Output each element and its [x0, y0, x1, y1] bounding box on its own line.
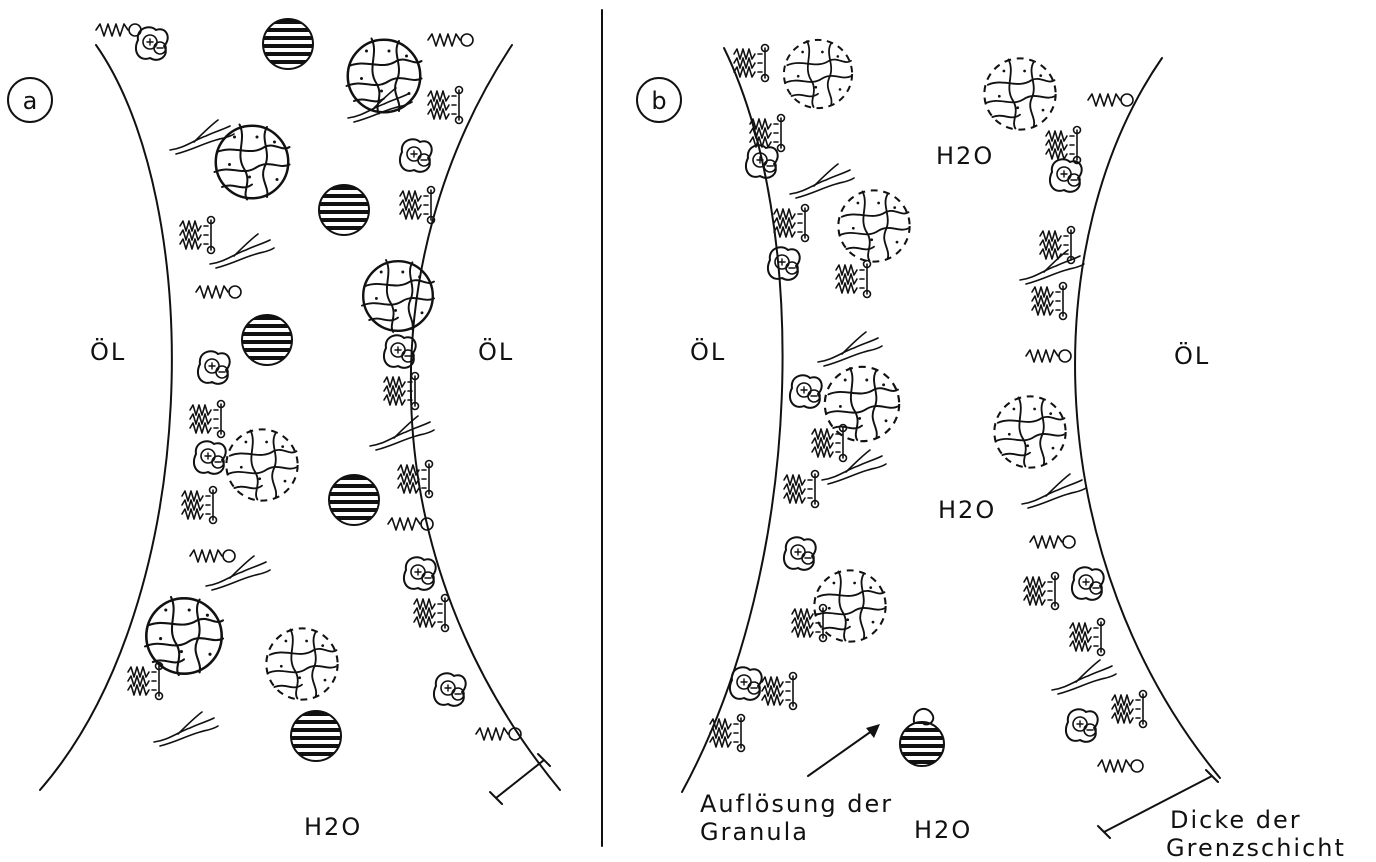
- panel-a-right-interface: [411, 45, 560, 790]
- dissolving-granule: [226, 429, 297, 500]
- fiber-strand: [1020, 250, 1084, 284]
- surfactant-molecule: [196, 286, 241, 298]
- fiber-strand: [370, 416, 434, 450]
- panel-b-water-mid: H2O: [938, 496, 996, 524]
- fat-globule: [362, 260, 434, 332]
- dissolving-granule: [825, 367, 899, 441]
- surfactant-cluster: [1112, 691, 1147, 728]
- surfactant-cluster: [792, 605, 827, 642]
- protein-complex: [404, 557, 436, 590]
- panel-a-oil-right: ÖL: [478, 337, 514, 366]
- surfactant-cluster: [784, 471, 819, 508]
- protein-complex: [1066, 709, 1098, 742]
- surfactant-cluster: [750, 115, 785, 152]
- dissolving-granule: [838, 190, 909, 261]
- surfactant-cluster: [1040, 227, 1075, 264]
- panel-b: b ÖL ÖL H2O H2O H2O: [637, 40, 1346, 862]
- surfactant-molecule: [190, 550, 235, 562]
- striped-particle: [242, 315, 292, 365]
- surfactant-cluster: [1024, 573, 1059, 610]
- surfactant-molecule: [476, 728, 521, 740]
- panel-b-oil-right: ÖL: [1174, 341, 1210, 370]
- dissolving-granule: [266, 628, 337, 699]
- surfactant-cluster: [182, 487, 217, 524]
- surfactant-cluster: [774, 205, 809, 242]
- panel-a-thickness-marker: [490, 754, 550, 804]
- surfactant-molecule: [1026, 350, 1071, 362]
- protein-complex: [198, 351, 230, 384]
- surfactant-cluster: [400, 187, 435, 224]
- fiber-strand: [1022, 474, 1086, 508]
- fiber-strand: [154, 712, 218, 746]
- surfactant-cluster: [734, 45, 769, 82]
- panel-b-right-interface: [1075, 58, 1220, 778]
- fiber-strand: [210, 234, 274, 268]
- panel-b-water-top: H2O: [936, 142, 994, 170]
- protein-complex: [434, 673, 466, 706]
- striped-particle: [329, 475, 379, 525]
- dissolving-granule: [984, 58, 1055, 129]
- annotation-thickness-line1: Dicke der: [1170, 806, 1302, 834]
- striped-particle: [263, 19, 313, 69]
- panel-b-water-bottom: H2O: [914, 816, 972, 844]
- surfactant-cluster: [1070, 619, 1105, 656]
- panel-a-label: a: [23, 87, 38, 115]
- fiber-strand: [206, 556, 270, 590]
- surfactant-cluster: [190, 401, 225, 438]
- surfactant-cluster: [1032, 283, 1067, 320]
- fiber-strand: [818, 332, 882, 366]
- striped-particle: [319, 185, 369, 235]
- granula-arrow: [808, 728, 876, 776]
- striped-particle: [291, 711, 341, 761]
- surfactant-cluster: [428, 87, 463, 124]
- surfactant-molecule: [1098, 760, 1143, 772]
- surfactant-cluster: [384, 373, 419, 410]
- annotation-thickness-line2: Grenzschicht: [1166, 834, 1346, 862]
- protein-complex: [784, 537, 816, 570]
- fiber-strand: [790, 164, 854, 198]
- surfactant-molecule: [1088, 94, 1133, 106]
- annotation-granula-line1: Auflösung der: [700, 790, 893, 818]
- panel-a-oil-left: ÖL: [90, 337, 126, 366]
- surfactant-molecule: [428, 34, 473, 46]
- panel-a-water: H2O: [304, 813, 362, 841]
- protein-complex: [400, 139, 432, 172]
- surfactant-cluster: [128, 663, 163, 700]
- surfactant-molecule: [1030, 536, 1075, 548]
- surfactant-cluster: [414, 595, 449, 632]
- dissolving-granule: [784, 40, 852, 108]
- protein-complex: [768, 247, 800, 280]
- surfactant-cluster: [180, 217, 215, 254]
- panel-b-oil-left: ÖL: [690, 337, 726, 366]
- protein-complex: [730, 667, 762, 700]
- surfactant-cluster: [812, 425, 847, 462]
- fiber-strand: [1052, 660, 1116, 694]
- surfactant-cluster: [762, 673, 797, 710]
- granula-arrowhead: [866, 724, 880, 738]
- protein-complex: [194, 441, 226, 474]
- panel-b-label: b: [651, 87, 666, 115]
- protein-complex: [790, 375, 822, 408]
- dissolving-granule: [994, 396, 1065, 467]
- protein-complex: [1072, 567, 1104, 600]
- surfactant-molecule: [96, 24, 141, 36]
- surfactant-cluster: [836, 261, 871, 298]
- surfactant-cluster: [1046, 127, 1081, 164]
- panel-a: a ÖL ÖL H2O: [8, 19, 560, 841]
- fat-globule: [215, 125, 290, 200]
- dissolving-striped-granule: [900, 709, 944, 766]
- surfactant-cluster: [398, 461, 433, 498]
- panel-a-left-interface: [40, 45, 172, 790]
- annotation-granula-line2: Granula: [700, 818, 809, 846]
